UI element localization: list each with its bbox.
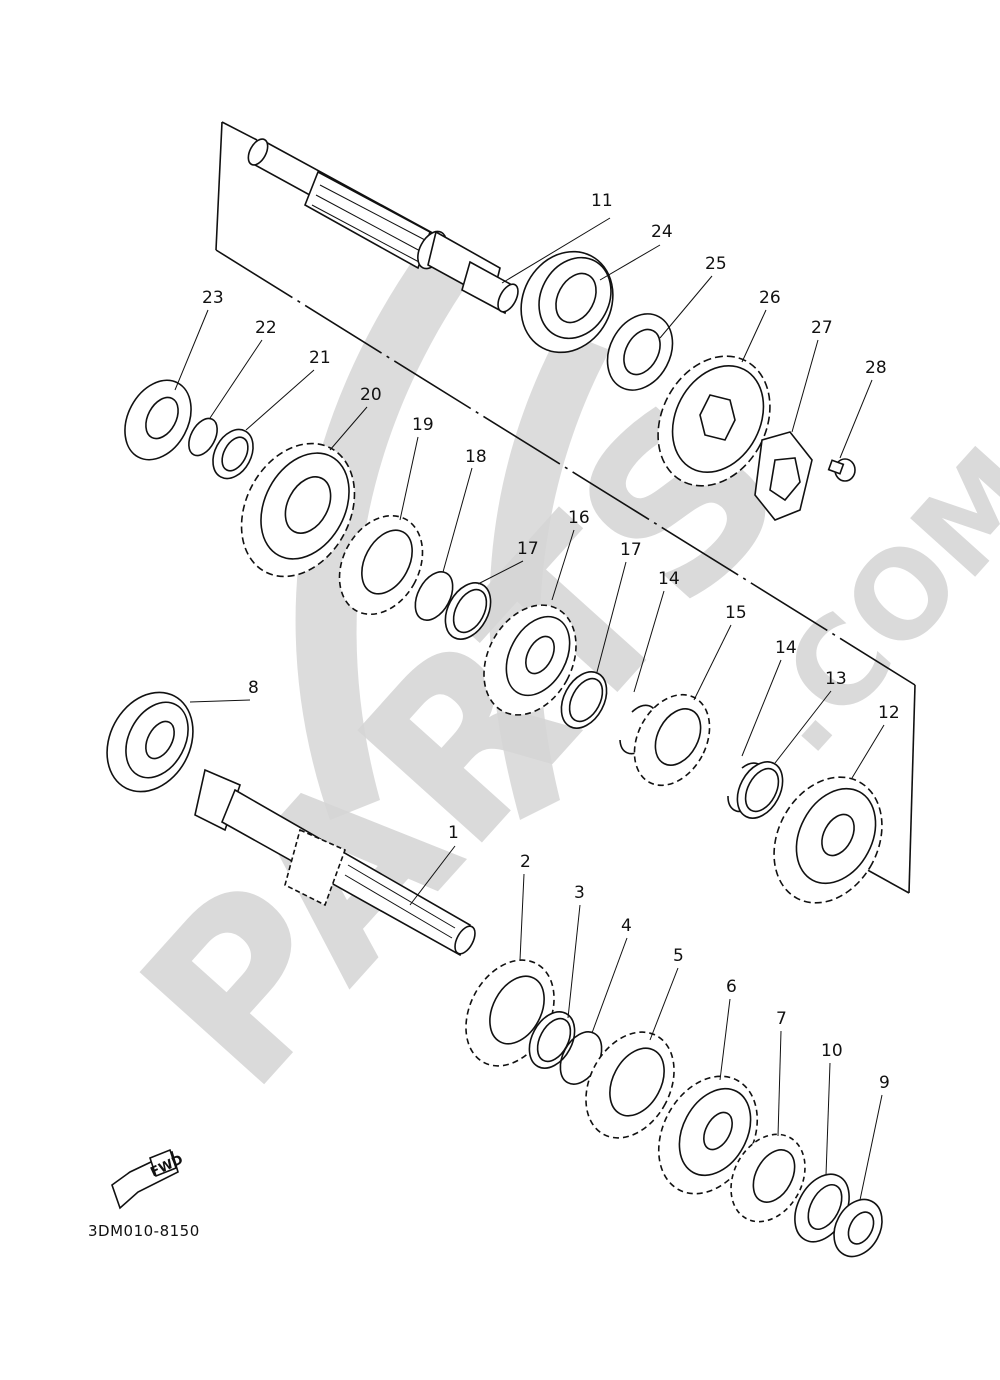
callout-15[interactable]: 15 <box>725 603 747 623</box>
forward-direction-icon: FWD <box>111 1148 186 1210</box>
callout-28[interactable]: 28 <box>865 358 887 378</box>
callout-26[interactable]: 26 <box>759 288 781 308</box>
callout-24[interactable]: 24 <box>651 222 673 242</box>
part-12-gear <box>773 724 885 904</box>
part-28-bolt <box>827 379 873 482</box>
part-24-bearing <box>520 244 661 354</box>
callout-25[interactable]: 25 <box>705 254 727 274</box>
callout-20[interactable]: 20 <box>360 385 382 405</box>
part-7-gear <box>730 1030 806 1223</box>
callout-14b[interactable]: 14 <box>775 638 797 658</box>
callout-22[interactable]: 22 <box>255 318 277 338</box>
callout-5[interactable]: 5 <box>673 946 684 966</box>
callout-4[interactable]: 4 <box>621 916 632 936</box>
callout-19[interactable]: 19 <box>412 415 434 435</box>
part-11-drive-axle <box>247 138 611 315</box>
callout-18[interactable]: 18 <box>465 447 487 467</box>
callout-13[interactable]: 13 <box>825 669 847 689</box>
part-20-gear <box>240 406 368 578</box>
drawing-code: 3DM010-8150 <box>88 1222 200 1240</box>
part-27-lock-washer <box>754 339 819 521</box>
callout-8[interactable]: 8 <box>248 678 259 698</box>
callout-9[interactable]: 9 <box>879 1073 890 1093</box>
part-15-gear <box>633 624 732 787</box>
callout-23[interactable]: 23 <box>202 288 224 308</box>
callout-7[interactable]: 7 <box>776 1009 787 1029</box>
callout-1[interactable]: 1 <box>448 823 459 843</box>
callout-2[interactable]: 2 <box>520 852 531 872</box>
part-25-oil-seal <box>606 275 713 391</box>
part-8-bearing <box>106 691 251 793</box>
callout-12[interactable]: 12 <box>878 703 900 723</box>
callout-labels: 1 2 3 4 5 6 7 8 9 10 11 12 13 14 14 15 1… <box>202 191 900 1093</box>
part-17a-washer <box>444 560 524 640</box>
part-22-circlip <box>188 339 263 457</box>
callout-11[interactable]: 11 <box>591 191 613 211</box>
part-18-circlip <box>414 467 473 621</box>
callout-3[interactable]: 3 <box>574 883 585 903</box>
part-13-washer <box>736 690 832 819</box>
part-5-gear <box>585 967 679 1139</box>
callout-6[interactable]: 6 <box>726 977 737 997</box>
part-17b-washer <box>560 561 627 729</box>
callout-16[interactable]: 16 <box>568 508 590 528</box>
part-21-washer <box>212 369 315 480</box>
callout-17a[interactable]: 17 <box>517 539 539 559</box>
part-9-collar <box>833 1094 883 1258</box>
callout-27[interactable]: 27 <box>811 318 833 338</box>
part-26-sprocket <box>657 309 771 487</box>
callout-17b[interactable]: 17 <box>620 540 642 560</box>
part-16-gear <box>483 529 577 716</box>
callout-14a[interactable]: 14 <box>658 569 680 589</box>
part-1-main-axle <box>194 768 476 957</box>
part-19-gear <box>338 436 424 616</box>
part-23-bearing <box>124 309 209 461</box>
callout-21[interactable]: 21 <box>309 348 331 368</box>
callout-10[interactable]: 10 <box>821 1041 843 1061</box>
